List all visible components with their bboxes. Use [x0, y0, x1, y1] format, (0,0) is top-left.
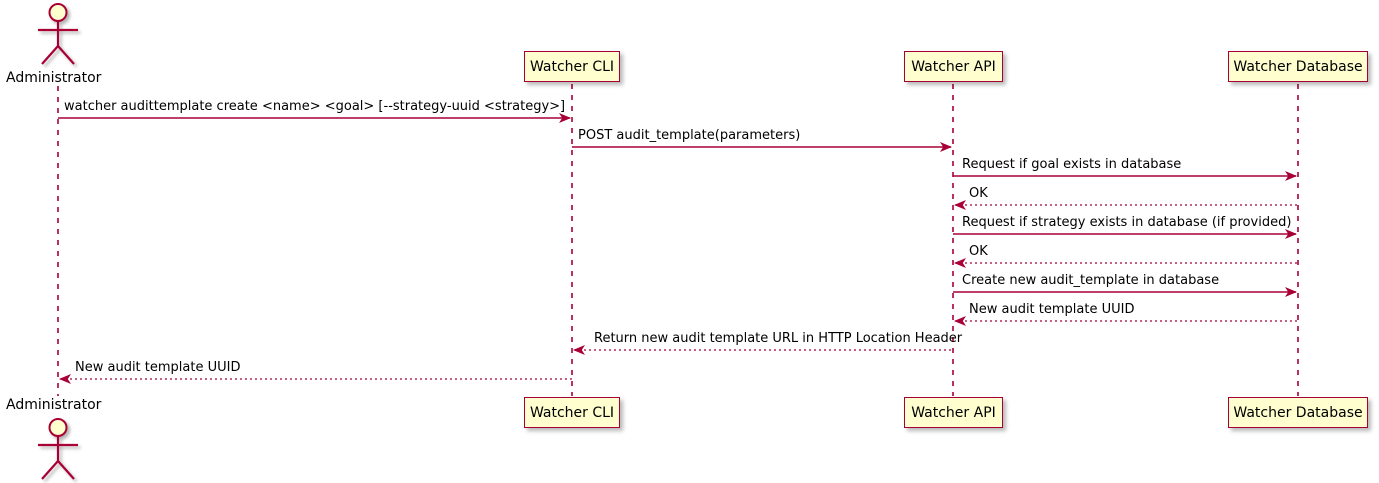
- message-label-9: Return new audit template URL in HTTP Lo…: [594, 331, 963, 346]
- message-label-3: Request if goal exists in database: [962, 157, 1182, 172]
- participant-watcher-api-top[interactable]: Watcher API: [904, 51, 1003, 82]
- message-label-1: watcher audittemplate create <name> <goa…: [64, 99, 566, 114]
- participant-label-watcher-database: Watcher Database: [1233, 58, 1363, 75]
- participant-watcher-database-bottom[interactable]: Watcher Database: [1228, 397, 1368, 428]
- message-label-6: OK: [969, 244, 988, 259]
- participant-watcher-cli-bottom[interactable]: Watcher CLI: [524, 397, 620, 428]
- participant-watcher-api-bottom[interactable]: Watcher API: [904, 397, 1003, 428]
- message-label-7: Create new audit_template in database: [962, 273, 1220, 288]
- participant-label-watcher-cli: Watcher CLI: [529, 58, 615, 75]
- message-label-10: New audit template UUID: [75, 360, 241, 375]
- lifelines: [57, 84, 1299, 396]
- participant-watcher-database-top[interactable]: Watcher Database: [1228, 51, 1368, 82]
- actor-label-administrator-bottom: Administrator: [6, 397, 102, 413]
- participant-label-watcher-api: Watcher API: [911, 404, 996, 421]
- message-label-4: OK: [969, 186, 988, 201]
- participant-watcher-cli-top[interactable]: Watcher CLI: [524, 51, 620, 82]
- participant-label-watcher-cli: Watcher CLI: [529, 404, 615, 421]
- message-label-2: POST audit_template(parameters): [578, 128, 801, 143]
- participant-label-watcher-database: Watcher Database: [1233, 404, 1363, 421]
- message-arrows: [58, 113, 1298, 384]
- actor-figure-administrator-bottom: [38, 418, 78, 480]
- actor-figure-administrator-top: [38, 3, 78, 65]
- message-label-8: New audit template UUID: [969, 302, 1135, 317]
- message-label-5: Request if strategy exists in database (…: [962, 215, 1292, 230]
- actor-label-administrator-top: Administrator: [6, 70, 102, 86]
- participant-label-watcher-api: Watcher API: [911, 58, 996, 75]
